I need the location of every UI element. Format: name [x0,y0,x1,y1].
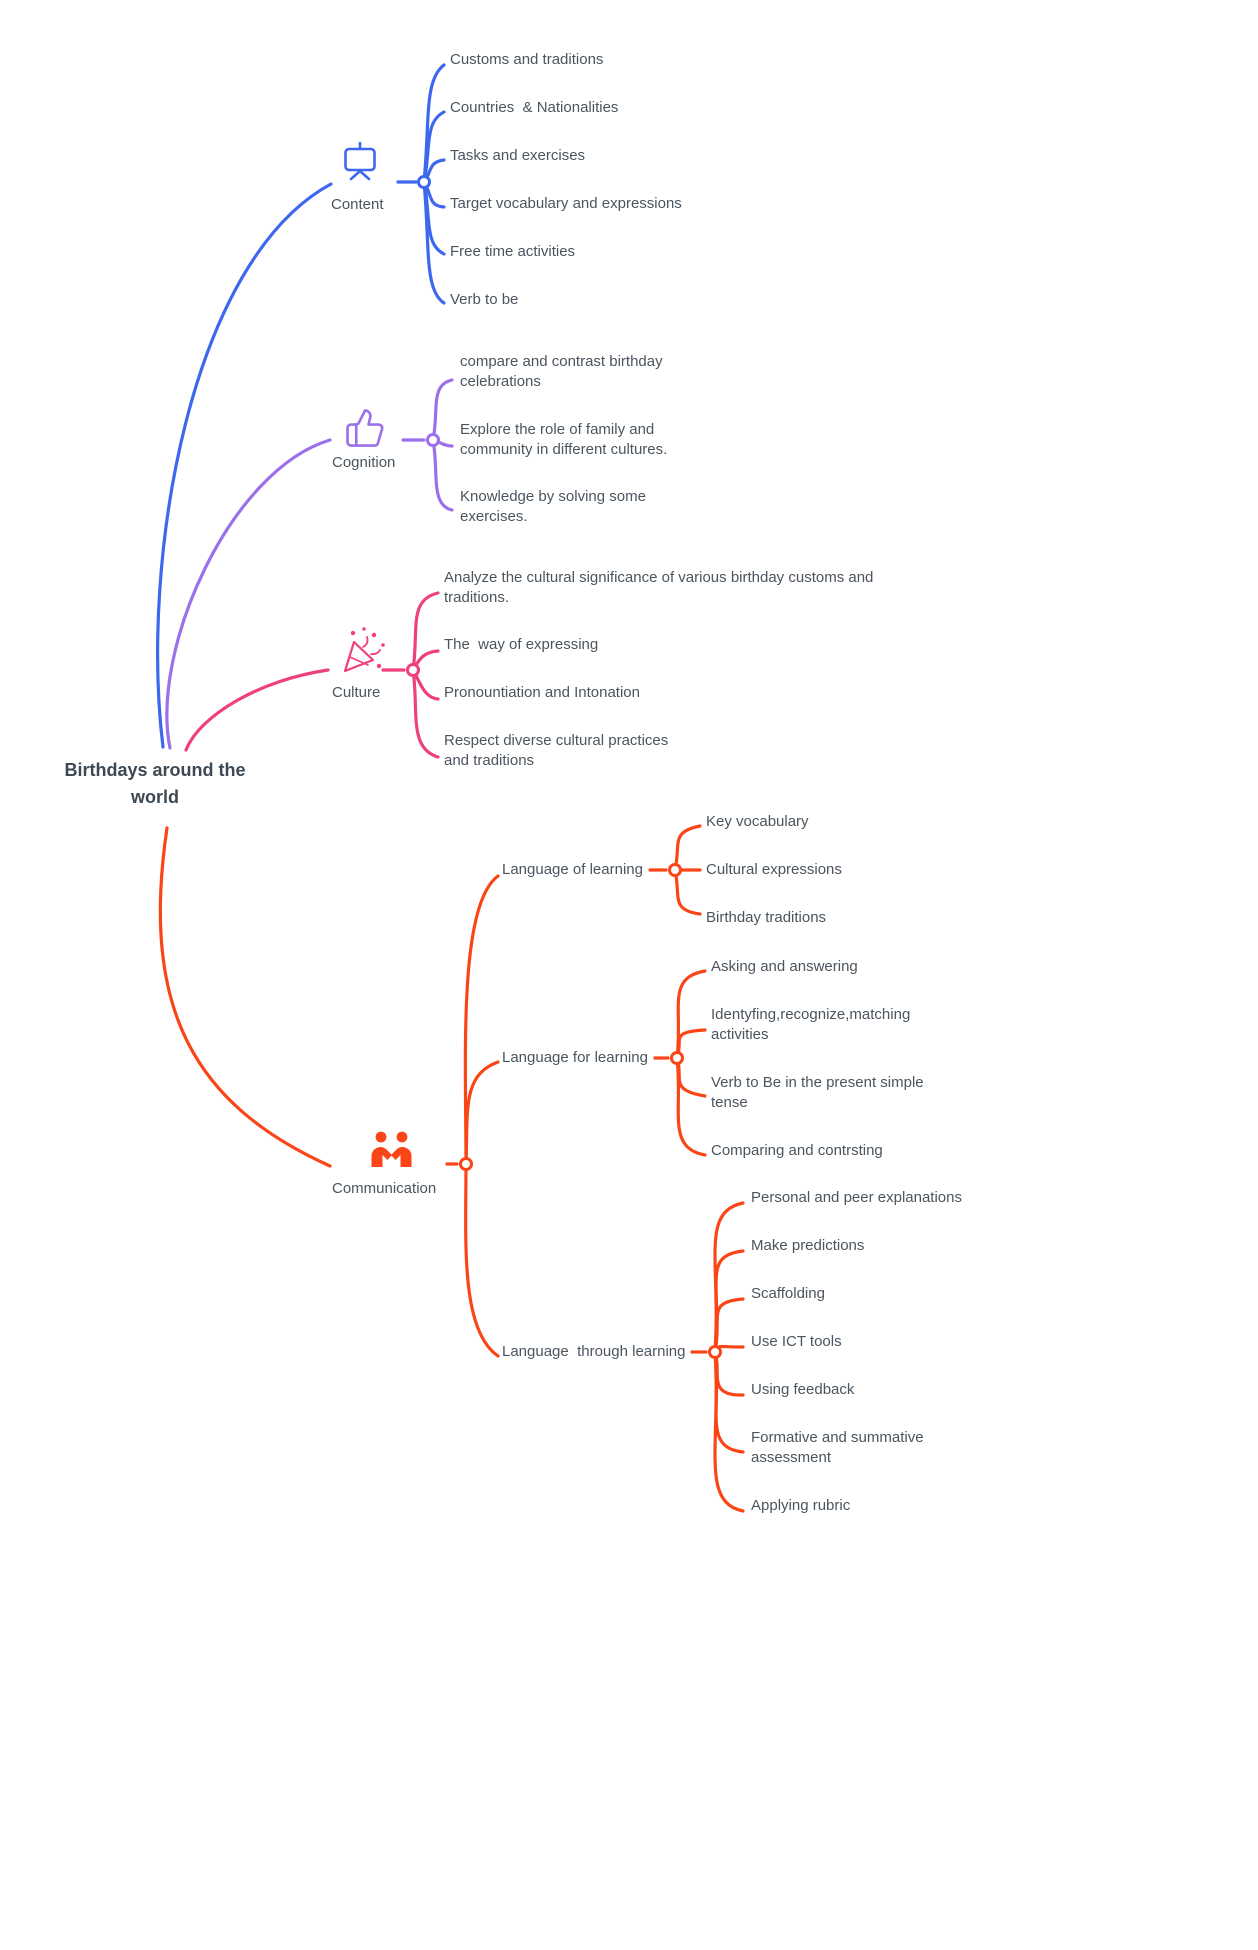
leaf-node[interactable]: Personal and peer explanations [751,1189,962,1206]
subbranch-node-language-through-learning[interactable]: Language through learning [502,1343,686,1360]
leaf-node[interactable]: Applying rubric [751,1497,851,1514]
leaf-node[interactable]: Key vocabulary [706,813,809,830]
leaf-node[interactable]: Identyfing,recognize,matching activities [711,1006,915,1043]
subbranch-node-language-of-learning[interactable]: Language of learning [502,861,643,878]
branch-curves-content [156,63,446,749]
collapse-toggle-cognition[interactable] [426,433,440,447]
leaf-node[interactable]: Using feedback [751,1381,855,1398]
collapse-toggle-language-of-learning[interactable] [668,863,682,877]
subbranch-node-language-for-learning[interactable]: Language for learning [502,1049,648,1066]
leaf-node[interactable]: Countries & Nationalities [450,99,619,116]
collapse-toggle-language-for-learning[interactable] [670,1051,684,1065]
presentation-icon [344,141,376,181]
leaf-node[interactable]: Scaffolding [751,1285,825,1302]
leaf-node[interactable]: Pronountiation and Intonation [444,684,640,701]
leaf-node[interactable]: compare and contrast birthday celebratio… [460,353,667,390]
branch-curves-cognition [165,378,454,750]
leaf-node[interactable]: Verb to be [450,291,519,308]
leaf-node[interactable]: Analyze the cultural significance of var… [444,569,878,606]
leaf-node[interactable]: Explore the role of family and community… [460,421,668,458]
leaf-node[interactable]: Tasks and exercises [450,147,586,164]
leaf-node[interactable]: Asking and answering [711,958,858,975]
collapse-toggle-content[interactable] [417,175,431,189]
leaf-node[interactable]: Formative and summative assessment [751,1429,928,1466]
collapse-toggle-language-through-learning[interactable] [708,1345,722,1359]
leaf-node[interactable]: Target vocabulary and expressions [450,195,682,212]
branch-node-culture[interactable]: Culture [332,684,381,701]
leaf-node[interactable]: Knowledge by solving some exercises. [460,488,651,525]
branch-curves-communication [158,824,745,1513]
root-node[interactable]: Birthdays around the world [64,760,251,807]
party-popper-icon [343,627,385,673]
leaf-node[interactable]: Respect diverse cultural practices and t… [444,732,673,769]
handshake-people-icon [371,1131,412,1167]
leaf-node[interactable]: Cultural expressions [706,861,842,878]
thumbs-up-icon [346,409,384,447]
leaf-node[interactable]: Make predictions [751,1237,865,1254]
leaf-node[interactable]: Verb to Be in the present simple tense [711,1074,928,1111]
branch-node-communication[interactable]: Communication [332,1180,437,1197]
leaf-node[interactable]: Comparing and contrsting [711,1142,883,1159]
leaf-node[interactable]: Free time activities [450,243,576,260]
leaf-node[interactable]: Birthday traditions [706,909,827,926]
leaf-node[interactable]: The way of expressing [444,636,599,653]
collapse-toggle-culture[interactable] [406,663,420,677]
collapse-toggle-communication[interactable] [459,1157,473,1171]
branch-curves-culture [184,591,440,759]
branch-node-content[interactable]: Content [331,196,384,213]
branch-node-cognition[interactable]: Cognition [332,454,396,471]
leaf-node[interactable]: Use ICT tools [751,1333,842,1350]
leaf-node[interactable]: Customs and traditions [450,51,604,68]
